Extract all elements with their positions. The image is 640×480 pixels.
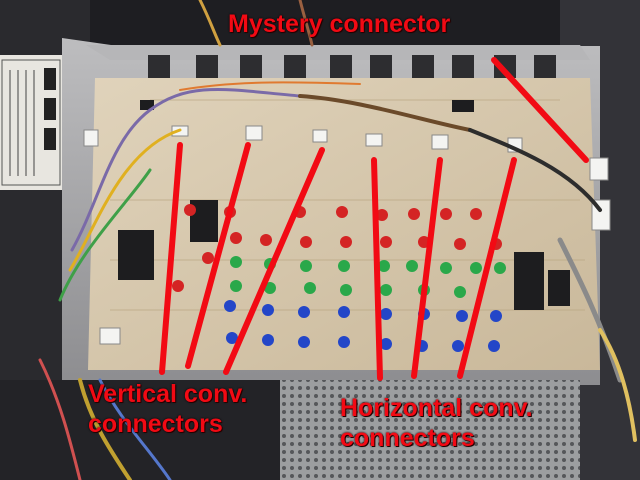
vertical-pointer-3 [223, 147, 325, 375]
horizontal-label-line-2: connectors [340, 424, 475, 452]
mystery-connector-label: Mystery connector [228, 10, 451, 38]
horizontal-label-line-1: Horizontal conv. [340, 394, 533, 422]
vertical-label-line-1: Vertical conv. [88, 380, 248, 408]
transistor-row [148, 55, 556, 85]
integrated-circuits [118, 100, 570, 310]
service-label-plate [0, 55, 62, 190]
vertical-connectors-label: Vertical conv. connectors [88, 379, 247, 439]
wire-harness [38, 0, 637, 480]
vertical-label-line-2: connectors [88, 410, 223, 438]
horizontal-pointer-1 [371, 157, 383, 381]
horizontal-pointer-2 [411, 157, 443, 379]
annotation-pointers [159, 57, 589, 381]
mystery-pointer [491, 57, 589, 163]
pcb-board [88, 78, 600, 370]
vent-grille [280, 380, 580, 480]
vertical-pointer-1 [159, 142, 183, 375]
horizontal-connectors-label: Horizontal conv. connectors [340, 393, 533, 453]
vertical-pointer-2 [185, 142, 251, 369]
horizontal-pointer-3 [457, 157, 517, 379]
